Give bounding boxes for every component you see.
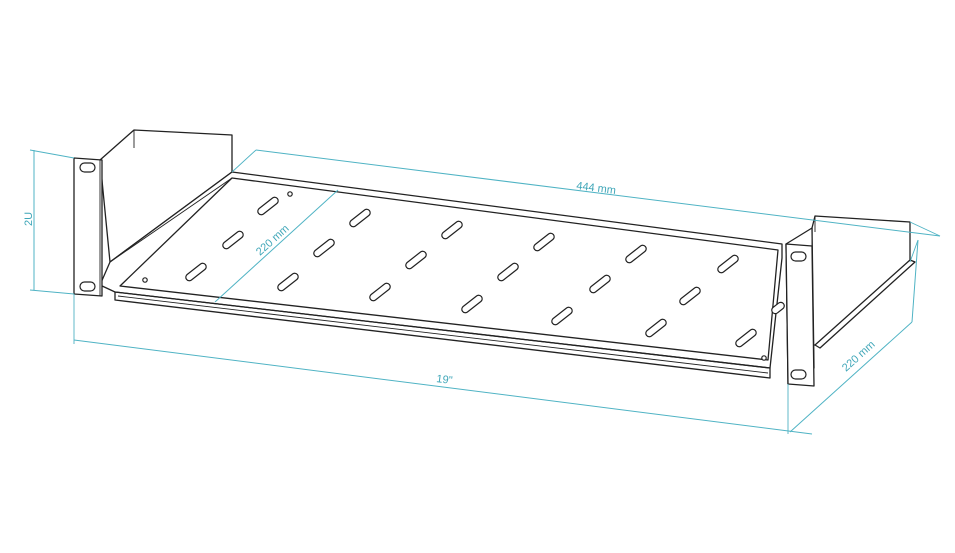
dimension-rack-width: 19" [73,294,813,435]
ear-mount-hole [790,369,807,380]
slot [441,220,463,240]
dimension-width: 444 mm [231,149,941,237]
width-label: 444 mm [576,180,617,197]
slot [461,294,483,314]
ear-mount-hole [79,162,96,173]
height-label: 2U [23,212,35,226]
rack-width-label: 19" [436,373,454,387]
shelf-tray [99,171,783,379]
ear-mount-hole [790,251,807,262]
slot [405,250,427,270]
slot [277,272,299,292]
slot [679,286,701,306]
slot [551,306,573,326]
slot [735,328,757,348]
slot [771,301,785,315]
slot [645,318,667,338]
slot [497,262,519,282]
right-side-wall [809,215,916,349]
left-side-wall [99,129,233,263]
slot [589,274,611,294]
slot [717,254,739,274]
slot [533,232,555,252]
side-depth-label: 220 mm [840,339,878,375]
tray-hole [142,277,148,283]
ear-mount-hole [79,281,96,292]
slot [257,196,279,216]
slot [369,282,391,302]
tray-hole [761,355,767,361]
dimension-height: 2U [23,149,75,295]
slot [349,208,371,228]
slot [313,238,335,258]
left-mounting-ear [73,157,103,297]
ventilation-slots [142,191,785,361]
tray-hole [287,191,293,197]
right-mounting-ear [785,227,815,387]
slot [625,244,647,264]
